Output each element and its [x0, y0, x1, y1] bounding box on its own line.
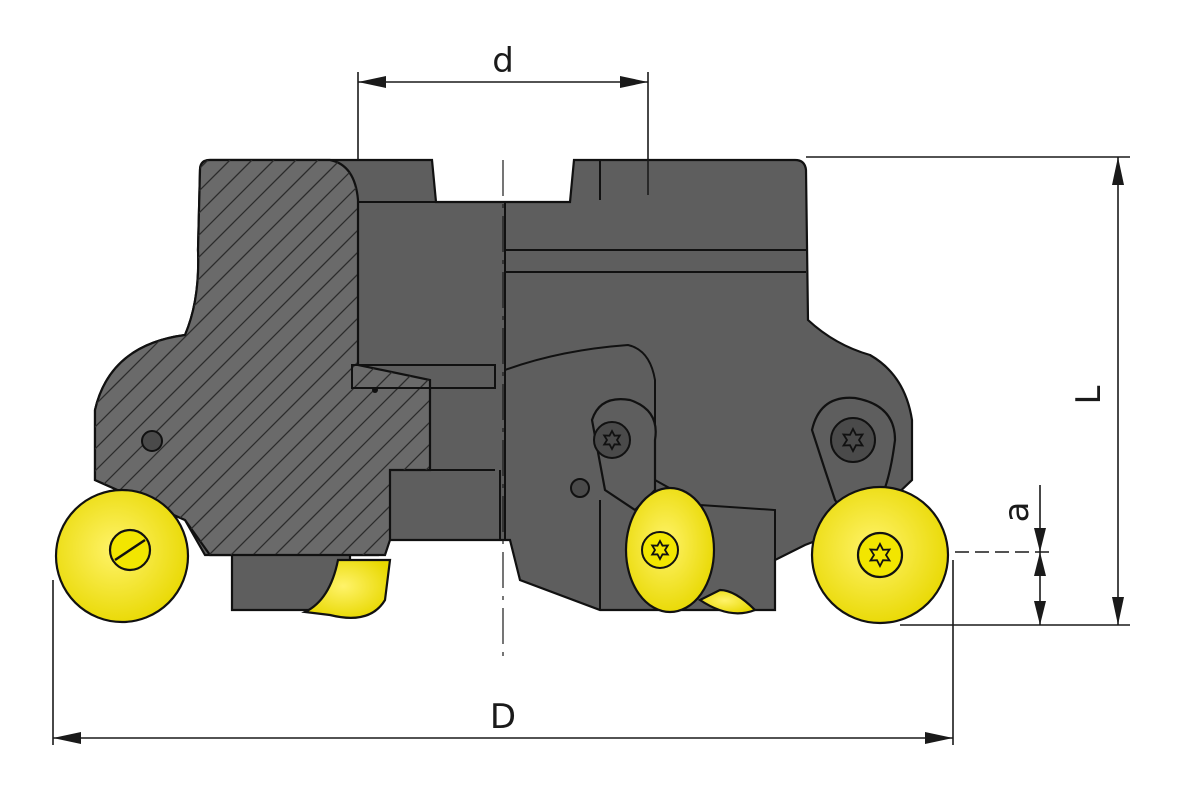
dimension-L: L — [806, 156, 1130, 626]
depth-label: a — [997, 502, 1037, 523]
torx-star-icon — [841, 427, 865, 453]
torx-star-icon — [868, 542, 892, 568]
length-label: L — [1069, 385, 1109, 404]
insert-rear-left — [301, 558, 392, 619]
hatch-line — [95, 160, 407, 555]
torx-screw-icon — [856, 531, 904, 579]
screw-slot — [114, 538, 146, 562]
hatch-line — [95, 160, 385, 555]
dimension-D: D — [52, 560, 954, 745]
bore-label: d — [492, 41, 514, 81]
pocket-edges — [232, 343, 776, 610]
hatch-line — [95, 160, 319, 555]
dimension-a: a — [955, 485, 1052, 625]
hatch-line — [95, 160, 363, 555]
section-cut — [93, 158, 432, 557]
dimension-d: d — [357, 41, 649, 195]
pin-hole — [141, 430, 163, 452]
torx-star-icon — [650, 539, 670, 561]
hatch-line — [209, 160, 430, 555]
hatch-line — [95, 160, 341, 555]
hatch-line — [253, 160, 430, 555]
torx-star-icon — [602, 429, 622, 451]
hatch-line — [165, 160, 430, 555]
clamp-screw-left — [593, 421, 631, 459]
hatch-line — [231, 160, 430, 555]
hatch-line — [297, 160, 430, 555]
clamp-screw-right — [830, 417, 876, 463]
hatch-line — [95, 160, 297, 555]
hatch-line — [187, 160, 430, 555]
bore-outline — [351, 201, 501, 541]
keyway — [504, 159, 806, 540]
torx-screw-icon — [641, 531, 679, 569]
hatch-line — [95, 160, 429, 555]
pin-hole — [570, 478, 590, 498]
insert-rear-center — [697, 588, 757, 615]
hatch-line — [275, 160, 430, 555]
inserts — [54, 485, 950, 625]
torx-marks — [602, 427, 892, 568]
diameter-label: D — [490, 697, 516, 737]
pin-hole — [372, 387, 378, 393]
